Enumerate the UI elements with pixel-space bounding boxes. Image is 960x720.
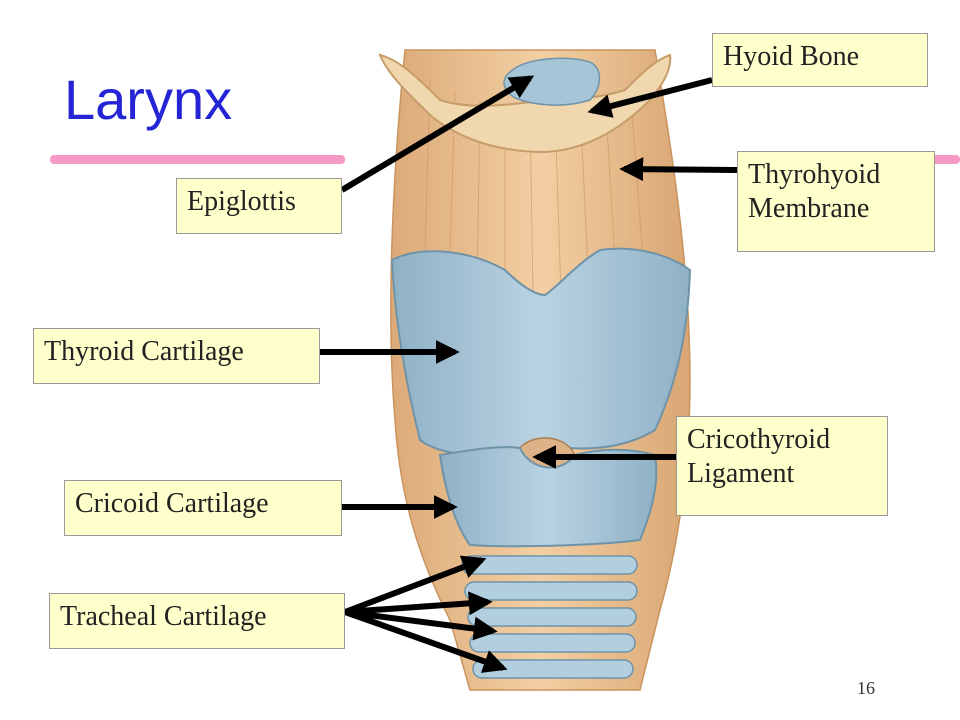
label-cricoid-cartilage-text: Cricoid Cartilage <box>75 488 269 519</box>
arrow-tracheal-1 <box>343 555 487 615</box>
page-number: 16 <box>857 678 875 698</box>
arrow-tracheal-2 <box>344 591 493 616</box>
label-epiglottis-text: Epiglottis <box>187 186 296 217</box>
label-epiglottis: Epiglottis <box>176 178 342 234</box>
cricoid-cartilage <box>438 446 658 548</box>
hyoid-bone <box>378 53 672 154</box>
label-hyoid-bone-text: Hyoid Bone <box>723 41 860 72</box>
arrow-hyoid-bone <box>587 77 713 118</box>
label-cricothyroid-line1: Cricothyroid <box>687 424 831 455</box>
arrow-thyrohyoid-membrane <box>619 157 738 182</box>
label-hyoid-bone: Hyoid Bone <box>712 33 928 87</box>
label-thyrohyoid-line2: Membrane <box>748 193 870 225</box>
label-cricothyroid-ligament: Cricothyroid Ligament <box>676 416 888 516</box>
tracheal-rings <box>461 555 638 679</box>
arrow-tracheal-3 <box>344 609 498 641</box>
label-tracheal-cartilage-text: Tracheal Cartilage <box>60 601 267 632</box>
label-cricothyroid-line2: Ligament <box>687 458 795 490</box>
label-thyrohyoid-membrane: Thyrohyoid Membrane <box>737 151 935 252</box>
label-thyroid-cartilage-text: Thyroid Cartilage <box>44 336 244 367</box>
arrow-epiglottis <box>340 75 535 193</box>
label-tracheal-cartilage: Tracheal Cartilage <box>49 593 345 649</box>
thyroid-cartilage <box>390 247 692 457</box>
leader-arrows <box>320 75 738 673</box>
label-thyrohyoid-line1: Thyrohyoid <box>748 159 881 190</box>
slide-title: Larynx <box>64 68 233 131</box>
title-underline-left <box>50 155 345 164</box>
title-underline-right <box>930 155 960 164</box>
label-thyroid-cartilage: Thyroid Cartilage <box>33 328 320 384</box>
arrow-tracheal-4 <box>343 609 508 673</box>
label-cricoid-cartilage: Cricoid Cartilage <box>64 480 342 536</box>
